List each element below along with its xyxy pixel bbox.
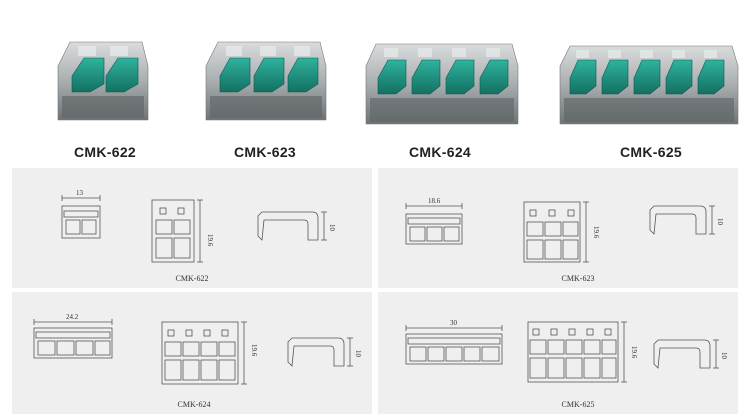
product-image-cmk-623 [200,36,330,126]
product-label: CMK-623 [233,144,296,160]
connector-illustration-2 [57,41,149,121]
product-image-cmk-622 [50,36,150,126]
technical-drawing: 30 19.6 10 [405,319,728,383]
product-label: CMK-625 [619,144,682,160]
width-dimension: 13 [76,189,84,197]
side-dimension: 10 [716,218,724,226]
height-dimension: 19.6 [630,346,638,359]
product-label: CMK-624 [408,144,471,160]
drawing-caption: CMK-623 [561,274,595,283]
connector-illustration-3 [205,41,327,121]
height-dimension: 19.6 [206,234,214,247]
height-dimension: 19.6 [592,226,600,239]
width-dimension: 30 [450,319,458,327]
side-dimension: 10 [328,224,336,232]
side-dimension: 10 [720,352,728,360]
drawing-panel-cmk-623: 18.6 19.6 10 CMK-623 [378,168,738,288]
technical-drawing: 24.2 19.6 10 [33,313,362,385]
drawing-caption: CMK-622 [175,274,209,283]
technical-drawing: 18.6 19.6 10 [405,197,724,263]
connector-illustration-4 [365,43,519,125]
side-dimension: 10 [354,350,362,358]
width-dimension: 24.2 [66,313,79,321]
product-image-cmk-625 [556,42,742,128]
drawing-caption: CMK-624 [177,400,211,409]
product-image-cmk-624 [362,40,522,128]
technical-drawing: 13 19.6 10 [61,189,336,263]
width-dimension: 18.6 [428,197,441,205]
drawing-panel-cmk-622: 13 19.6 10 CMK-622 [12,168,372,288]
height-dimension: 19.6 [250,344,258,357]
connector-illustration-5 [559,45,739,125]
drawing-panel-cmk-624: 24.2 19.6 10 CMK-624 [12,292,372,414]
product-label: CMK-622 [73,144,136,160]
drawing-panel-cmk-625: 30 19.6 10 CMK-625 [378,292,738,414]
drawing-caption: CMK-625 [561,400,595,409]
